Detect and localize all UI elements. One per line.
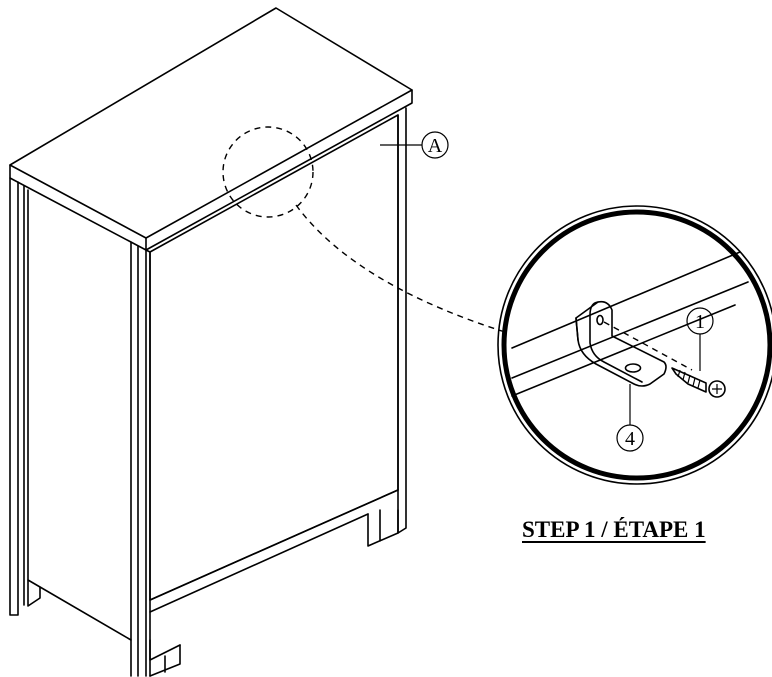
screw-axis-line — [603, 321, 693, 371]
corner-post-face — [145, 249, 151, 677]
callout-1-label: 1 — [695, 311, 705, 333]
callout-a-circle — [421, 131, 449, 159]
bracket-top-hole — [596, 314, 604, 326]
bottom-rail — [149, 489, 399, 661]
cabinet — [9, 7, 413, 677]
callout-a-label: A — [428, 135, 443, 157]
magnified-detail: 1 4 — [497, 205, 772, 485]
back-panel — [149, 114, 399, 601]
left-side-panel — [27, 189, 132, 641]
detail-area-circle — [222, 126, 314, 218]
screw — [671, 367, 726, 398]
corner-post — [130, 241, 147, 677]
magnified-panel-edges — [511, 251, 749, 397]
callout-4-circle — [616, 424, 644, 452]
right-foot — [367, 509, 399, 547]
callout-1-circle — [686, 307, 714, 335]
left-post — [9, 177, 25, 616]
front-foot — [149, 644, 181, 677]
cabinet-top-front-edge — [9, 164, 147, 251]
left-bottom-foot — [27, 579, 41, 607]
callout-4-label: 4 — [625, 428, 635, 450]
cabinet-top-right-edge — [145, 89, 413, 251]
bracket-bottom-hole — [624, 363, 642, 373]
screw-head — [708, 380, 726, 398]
detail-leader-line — [295, 204, 506, 333]
magnified-circle-inner — [501, 209, 772, 481]
cabinet-top-panel — [9, 7, 413, 239]
bracket — [575, 300, 667, 387]
magnified-circle-outer — [497, 205, 772, 485]
step-title: STEP 1 / ÉTAPE 1 — [522, 517, 706, 542]
right-post — [397, 107, 407, 534]
